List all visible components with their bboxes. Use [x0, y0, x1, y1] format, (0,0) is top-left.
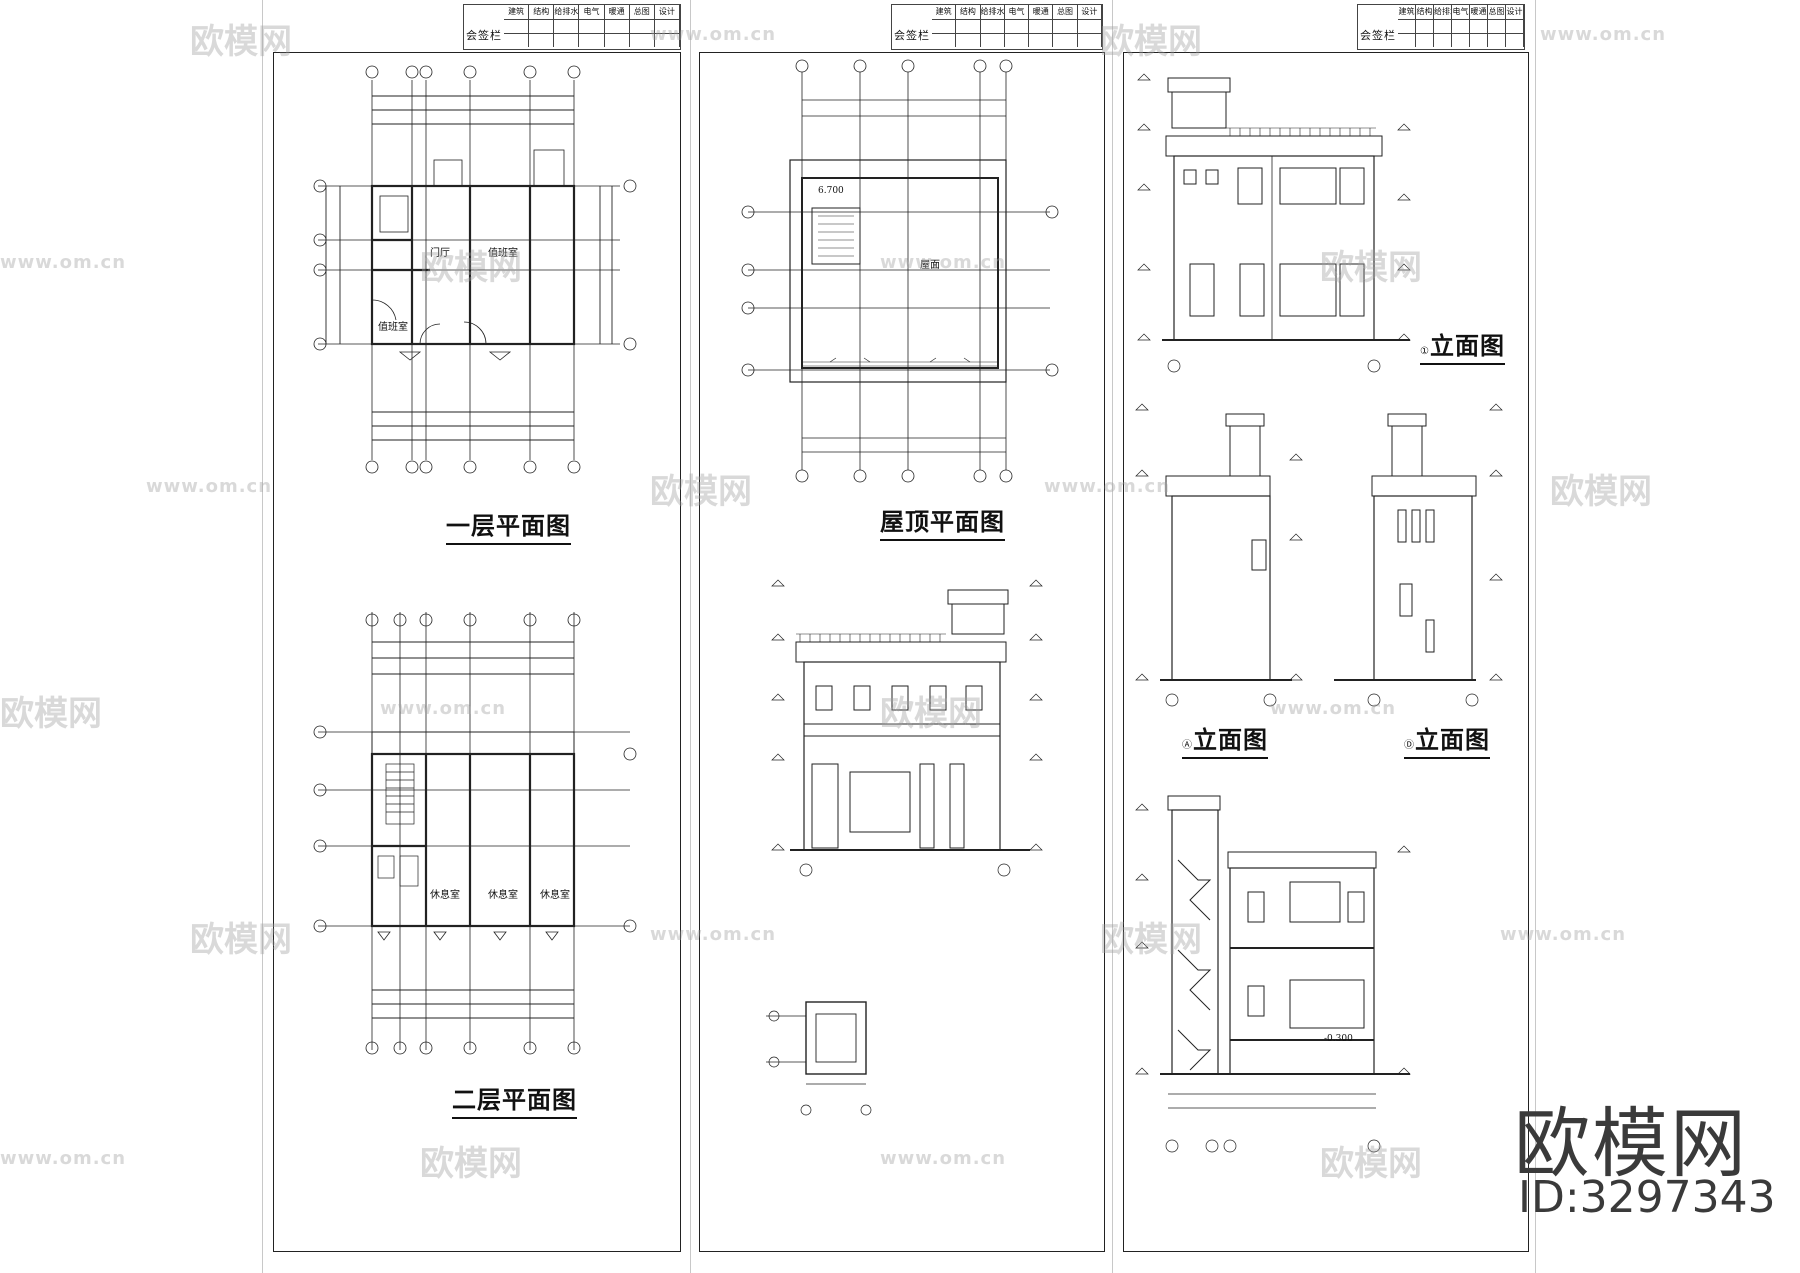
title-cell: 结构	[1416, 5, 1434, 19]
title-block-cells: 建筑 结构 给排水 电气 暖通 总图 设计	[1398, 5, 1524, 20]
room-label: 休息室	[540, 890, 570, 901]
side-elevation-a-label: 立面图	[1193, 725, 1268, 754]
front-elevation-title: ①立面图	[1420, 326, 1505, 365]
title-block-label: 会签栏	[894, 29, 930, 42]
title-cell: 设计	[1078, 5, 1102, 19]
title-cell: 给排水	[1434, 5, 1452, 19]
roof-level-note: 6.700	[818, 186, 844, 196]
title-cell: 暖通	[1029, 5, 1054, 19]
title-cell: 总图	[630, 5, 655, 19]
first-floor-plan-drawing	[313, 65, 637, 474]
title-cell: 建筑	[1398, 5, 1416, 19]
title-cell: 电气	[1452, 5, 1470, 19]
sheet2-elevation-drawing	[766, 579, 1043, 1116]
title-cell: 电气	[579, 5, 605, 19]
side-elevation-b-title: Ⓓ立面图	[1404, 720, 1490, 759]
drawing-sheet-3: 会签栏 建筑 结构 给排水 电气 暖通 总图 设计	[1112, 0, 1536, 1273]
title-block-label: 会签栏	[1360, 29, 1396, 42]
title-cell: 电气	[1005, 5, 1030, 19]
title-cell: 设计	[1506, 5, 1524, 19]
second-floor-plan-title: 二层平面图	[452, 1080, 577, 1119]
side-elevation-b-axis: Ⓓ	[1404, 740, 1415, 751]
sheet-border	[273, 52, 681, 1252]
room-label: 门厅	[430, 248, 450, 259]
first-floor-plan-title: 一层平面图	[446, 506, 571, 545]
room-label: 值班室	[378, 322, 408, 333]
title-block-label: 会签栏	[466, 29, 502, 42]
brand-name: 欧模网	[1514, 1099, 1748, 1188]
title-cell: 建筑	[504, 5, 530, 19]
title-block-cells: 建筑 结构 给排水 电气 暖通 总图 设计	[504, 5, 680, 20]
title-block: 会签栏 建筑 结构 给排水 电气 暖通 总图 设计	[463, 4, 681, 50]
title-cell: 给排水	[554, 5, 580, 19]
room-label: 休息室	[430, 890, 460, 901]
front-elevation-axis: ①	[1420, 346, 1430, 357]
side-elevation-a-title: Ⓐ立面图	[1182, 720, 1268, 759]
roof-note: 屋面	[920, 260, 940, 271]
side-elevation-a-axis: Ⓐ	[1182, 740, 1193, 751]
side-elevation-b-label: 立面图	[1415, 725, 1490, 754]
title-cell: 总图	[1488, 5, 1506, 19]
title-cell: 暖通	[1470, 5, 1488, 19]
title-cell: 结构	[956, 5, 981, 19]
drawing-sheet-1: 会签栏 建筑 结构 给排水 电气 暖通 总图 设计	[262, 0, 692, 1273]
title-cell: 结构	[529, 5, 555, 19]
room-label: 值班室	[488, 248, 518, 259]
title-cell: 总图	[1053, 5, 1078, 19]
side-elevations-drawing	[1135, 403, 1503, 707]
front-elevation-label: 立面图	[1429, 331, 1505, 360]
sheet-border	[1123, 52, 1529, 1252]
title-cell: 建筑	[932, 5, 957, 19]
title-cell: 暖通	[605, 5, 630, 19]
front-elevation-drawing	[1137, 73, 1411, 373]
title-block: 会签栏 建筑 结构 给排水 电气 暖通 总图 设计	[1357, 4, 1525, 50]
title-cell: 设计	[655, 5, 680, 19]
sheet-border	[699, 52, 1105, 1252]
section-drawing	[1135, 795, 1411, 1153]
roof-plan-drawing	[741, 59, 1059, 483]
roof-plan-title: 屋顶平面图	[880, 502, 1005, 541]
title-cell: 给排水	[981, 5, 1005, 19]
section-level-note: -0.300	[1324, 1034, 1353, 1044]
room-label: 休息室	[488, 890, 518, 901]
brand-id: ID:3297343	[1518, 1172, 1776, 1223]
title-block: 会签栏 建筑 结构 给排水 电气 暖通 总图 设计	[891, 4, 1103, 50]
second-floor-plan-drawing	[313, 612, 637, 1055]
title-block-cells: 建筑 结构 给排水 电气 暖通 总图 设计	[932, 5, 1102, 20]
